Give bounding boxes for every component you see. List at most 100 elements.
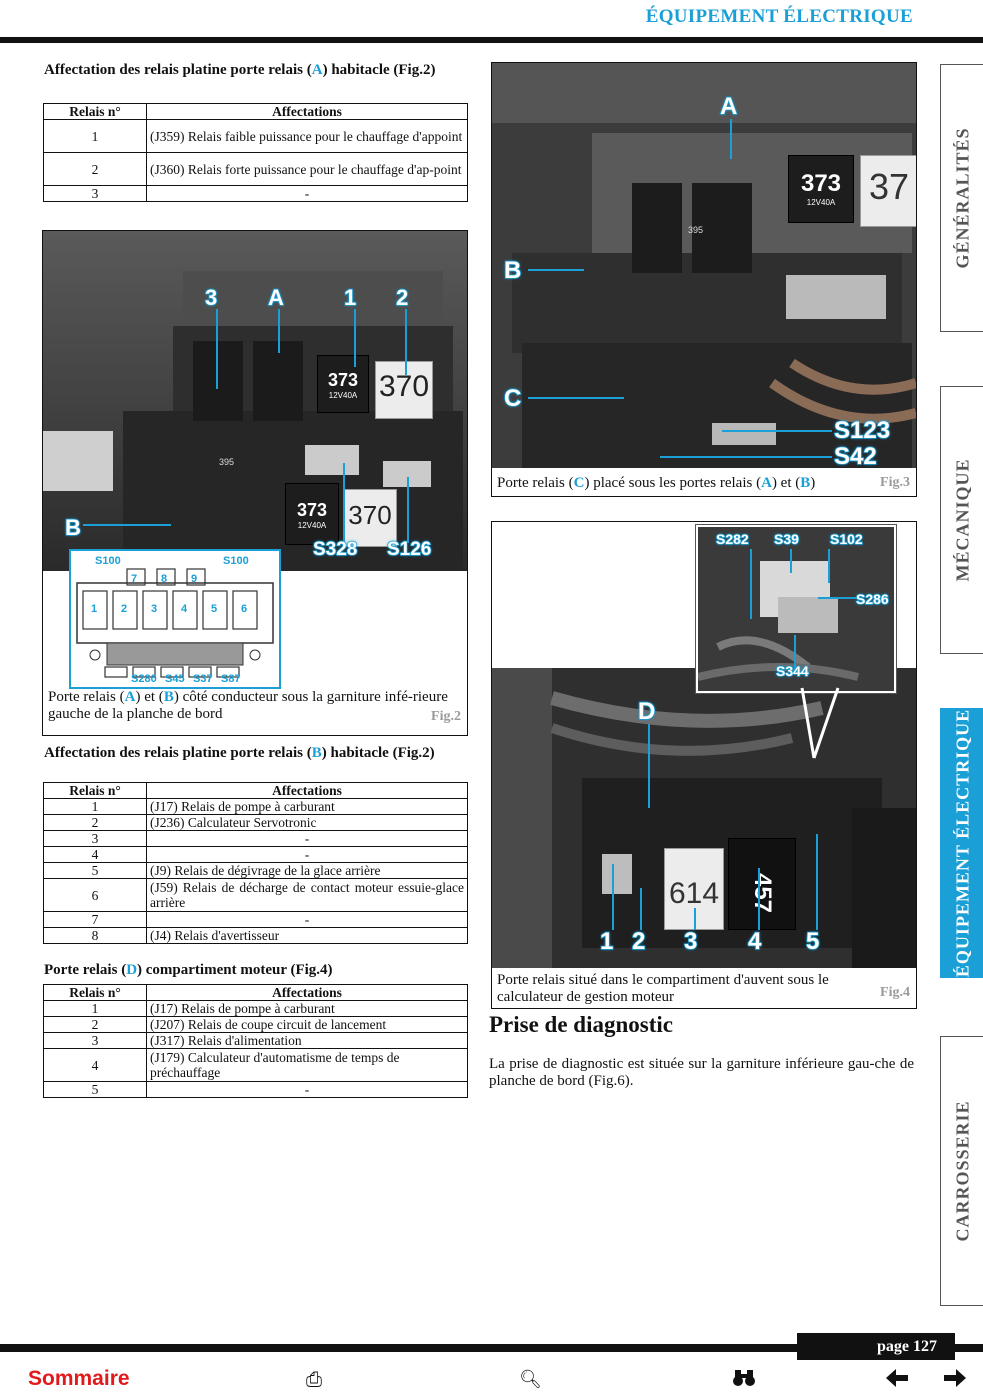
callout-s282: S282 [715, 530, 749, 548]
callout-3: 3 [683, 927, 698, 956]
callout-s39: S39 [773, 530, 799, 548]
callout-s286: S286 [855, 590, 889, 608]
fig3-caption: Porte relais (C) placé sous les portes r… [497, 475, 816, 491]
sommaire-link[interactable]: Sommaire [28, 1367, 130, 1390]
diag-slot-1: 1 [91, 603, 98, 615]
fig4-photo: 614 457 D 1 2 3 4 5 [492, 668, 916, 968]
diag-slot-4: 4 [181, 603, 188, 615]
tab-mecanique[interactable]: MÉCANIQUE [940, 386, 983, 654]
diag-slot-2: 2 [121, 603, 128, 615]
relay-370-b: 370 [343, 489, 397, 547]
fig3-photo: 373 12V40A 37 395 A B C S123 S42 [492, 63, 916, 468]
table-d-title: Porte relais (D) compartiment moteur (Fi… [44, 962, 333, 978]
relay-373: 373 12V40A [317, 355, 369, 413]
diag-slot-8: 8 [161, 573, 168, 585]
relay-373-b: 373 12V40A [285, 483, 339, 545]
callout-a: A [719, 92, 738, 121]
table-row: 8(J4) Relais d'avertisseur [43, 927, 468, 944]
table-a: Relais n°Affectations 1(J359) Relais fai… [43, 103, 468, 202]
document-search-icon[interactable]: 🔍︎ [519, 1369, 542, 1390]
fuse-s328-block [305, 445, 359, 475]
diag-slot-5: 5 [211, 603, 218, 615]
top-divider [0, 37, 983, 43]
col-header-relais: Relais n° [43, 984, 147, 1001]
page-number-box [797, 1333, 955, 1360]
callout-c: C [503, 384, 522, 413]
table-row: 1(J17) Relais de pompe à carburant [43, 798, 468, 815]
diag-fuse-s87: S87 [221, 673, 241, 685]
diag-s100-left: S100 [95, 555, 121, 567]
callout-s126: S126 [386, 538, 432, 561]
callout-2: 2 [631, 927, 646, 956]
table-b: Relais n°Affectations 1(J17) Relais de p… [43, 782, 468, 944]
table-row: 3(J317) Relais d'alimentation [43, 1032, 468, 1049]
relay-395-label: 395 [688, 225, 704, 235]
fig2-frame: 373 12V40A 370 373 12V40A 370 395 3 A 1 … [42, 230, 468, 736]
footer-divider [0, 1344, 983, 1352]
fig2-inset-diagram: S100 S100 7 8 9 1 2 3 4 5 6 S280 S45 S37… [69, 549, 281, 689]
col-header-affectations: Affectations [146, 782, 468, 799]
diagnostic-text: La prise de diagnostic est située sur la… [489, 1056, 914, 1089]
table-row: 2(J360) Relais forte puissance pour le c… [43, 152, 468, 186]
binoculars-icon[interactable] [732, 1368, 756, 1393]
fig3-frame: 373 12V40A 37 395 A B C S123 S42 Porte r… [491, 62, 917, 497]
arrow-right-icon[interactable] [944, 1368, 966, 1392]
diag-fuse-s45: S45 [165, 673, 185, 685]
table-b-title: Affectation des relais platine porte rel… [44, 745, 435, 761]
diag-slot-3: 3 [151, 603, 158, 615]
table-row: 2(J207) Relais de coupe circuit de lance… [43, 1016, 468, 1033]
callout-s328: S328 [312, 538, 358, 561]
diag-slot-9: 9 [191, 573, 198, 585]
fig4-tag: Fig.4 [880, 985, 910, 1000]
fig2-caption: Porte relais (A) et (B) côté conducteur … [48, 689, 448, 722]
table-row: 1(J359) Relais faible puissance pour le … [43, 119, 468, 153]
arrow-left-icon[interactable] [886, 1368, 908, 1392]
diag-s100-right: S100 [223, 555, 249, 567]
page-number: page 127 [877, 1338, 937, 1355]
table-row: 4- [43, 846, 468, 863]
col-header-relais: Relais n° [43, 103, 147, 120]
table-a-title: Affectation des relais platine porte rel… [44, 62, 436, 78]
diag-slot-6: 6 [241, 603, 248, 615]
table-row: 1(J17) Relais de pompe à carburant [43, 1000, 468, 1017]
relay-37: 37 [860, 155, 916, 227]
table-row: 6(J59) Relais de décharge de contact mot… [43, 878, 468, 912]
callout-s344: S344 [775, 662, 809, 680]
col-header-affectations: Affectations [146, 984, 468, 1001]
fig3-tag: Fig.3 [880, 475, 910, 490]
callout-2: 2 [395, 284, 409, 311]
col-header-affectations: Affectations [146, 103, 468, 120]
callout-s102: S102 [829, 530, 863, 548]
diag-fuse-s37: S37 [193, 673, 213, 685]
tab-generalites[interactable]: GÉNÉRALITÉS [940, 64, 983, 332]
callout-5: 5 [805, 927, 820, 956]
callout-b: B [503, 256, 522, 285]
diag-slot-7: 7 [131, 573, 138, 585]
tab-equipement-electrique[interactable]: ÉQUIPEMENT ÉLECTRIQUE [940, 708, 983, 978]
relay-395-label: 395 [219, 457, 235, 467]
relay-457: 457 [728, 838, 796, 930]
col-header-relais: Relais n° [43, 782, 147, 799]
callout-s42: S42 [833, 442, 877, 468]
fig4-inset: S282 S39 S102 S286 S344 [695, 524, 897, 694]
fig2-photo: 373 12V40A 370 373 12V40A 370 395 3 A 1 … [43, 231, 467, 571]
callout-s123: S123 [833, 416, 891, 445]
section-title: ÉQUIPEMENT ÉLECTRIQUE [645, 6, 913, 27]
table-d: Relais n°Affectations 1(J17) Relais de p… [43, 984, 468, 1098]
callout-1: 1 [343, 284, 357, 311]
table-row: 5- [43, 1081, 468, 1098]
callout-3: 3 [204, 284, 218, 311]
tab-carrosserie[interactable]: CARROSSERIE [940, 1036, 983, 1306]
table-row: 7- [43, 911, 468, 928]
callout-4: 4 [747, 927, 762, 956]
fuse-s123-block [712, 423, 776, 445]
table-row: 2(J236) Calculateur Servotronic [43, 814, 468, 831]
fig4-frame: 614 457 D 1 2 3 4 5 S282 S39 [491, 521, 917, 1009]
callout-1: 1 [599, 927, 614, 956]
callout-d: D [637, 697, 656, 726]
print-icon[interactable]: ⎙ [306, 1367, 322, 1391]
table-row: 3- [43, 830, 468, 847]
fig4-caption: Porte relais situé dans le compartiment … [497, 972, 829, 1005]
relay-373: 373 12V40A [788, 155, 854, 223]
table-row: 5(J9) Relais de dégivrage de la glace ar… [43, 862, 468, 879]
